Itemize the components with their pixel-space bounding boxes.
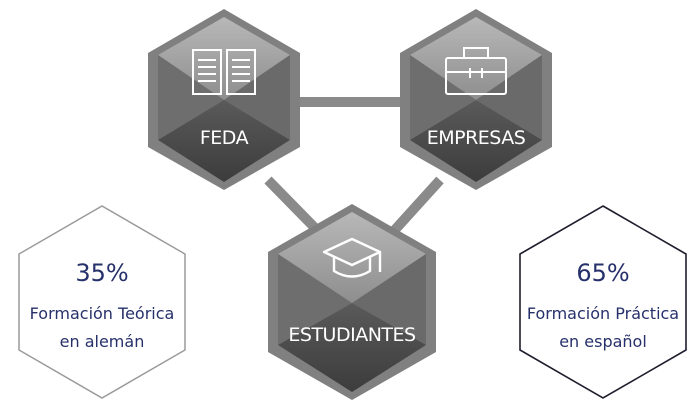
connector-lines (264, 97, 444, 237)
hexagon-estudiantes-label: ESTUDIANTES (288, 324, 415, 346)
hexagon-empresas: EMPRESAS (400, 9, 552, 190)
hexagon-feda-label: FEDA (200, 127, 249, 149)
hexagon-empresas-label: EMPRESAS (427, 127, 526, 149)
graduation-cap-icon (322, 237, 382, 278)
hexagon-estudiantes: ESTUDIANTES (268, 204, 436, 400)
stat-practice-line2: en español (559, 332, 647, 351)
hexagon-feda: FEDA (148, 9, 300, 190)
stat-hexagon-practice: 65% Formación Práctica en español (519, 205, 687, 399)
book-icon (192, 49, 256, 95)
stat-practice-line1: Formación Práctica (527, 304, 679, 323)
stat-theory-percent: 35% (75, 259, 128, 287)
briefcase-icon (445, 47, 507, 95)
stat-theory-line2: en alemán (60, 332, 145, 351)
stat-practice-percent: 65% (576, 259, 629, 287)
connector-feda-estudiantes (264, 176, 319, 232)
stat-theory-line1: Formación Teórica (30, 304, 175, 323)
stat-hexagon-theory: 35% Formación Teórica en alemán (18, 205, 186, 399)
connector-empresas-estudiantes (388, 176, 444, 237)
